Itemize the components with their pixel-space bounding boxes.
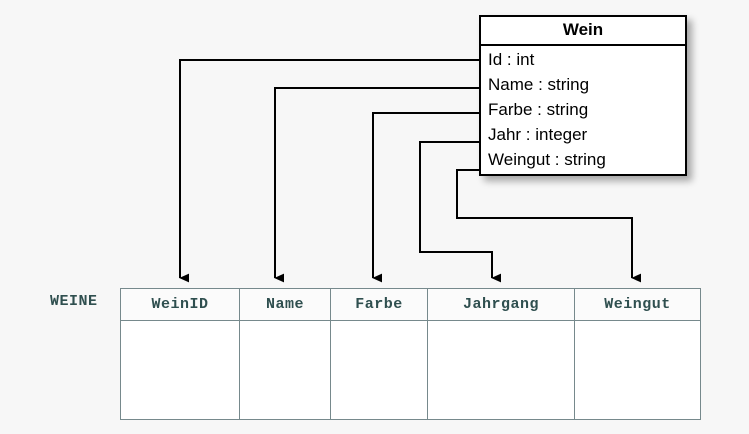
cell-name[interactable] (239, 320, 331, 420)
cell-farbe[interactable] (330, 320, 428, 420)
column-header-weingut[interactable]: Weingut (574, 288, 701, 321)
uml-class-box[interactable]: Wein Id : int Name : string Farbe : stri… (479, 15, 687, 176)
connector-name-to-name (274, 87, 481, 283)
column-header-weinid[interactable]: WeinID (120, 288, 240, 321)
relation-name-label: WEINE (50, 293, 98, 310)
uml-attribute-farbe[interactable]: Farbe : string (488, 99, 589, 119)
column-header-farbe[interactable]: Farbe (330, 288, 428, 321)
uml-attribute-name[interactable]: Name : string (488, 74, 590, 94)
connector-id-to-weinid (179, 59, 481, 283)
column-header-name[interactable]: Name (239, 288, 331, 321)
connector-weingut-to-weingut (456, 169, 642, 283)
cell-jahrgang[interactable] (427, 320, 575, 420)
relation-table: WeinID Name Farbe Jahrgang Weingut (120, 288, 701, 420)
table-header-row: WeinID Name Farbe Jahrgang Weingut (120, 288, 701, 321)
connector-jahr-to-jahrgang (419, 141, 502, 283)
uml-class-name: Wein (481, 17, 685, 46)
table-row (120, 320, 701, 420)
uml-attribute-weingut[interactable]: Weingut : string (488, 149, 606, 169)
cell-weinid[interactable] (120, 320, 240, 420)
connector-farbe-to-farbe (372, 112, 481, 283)
cell-weingut[interactable] (574, 320, 701, 420)
uml-attribute-id[interactable]: Id : int (488, 49, 535, 69)
uml-attribute-list: Id : int Name : string Farbe : string Ja… (481, 46, 685, 174)
column-header-jahrgang[interactable]: Jahrgang (427, 288, 575, 321)
uml-attribute-jahr[interactable]: Jahr : integer (488, 124, 588, 144)
